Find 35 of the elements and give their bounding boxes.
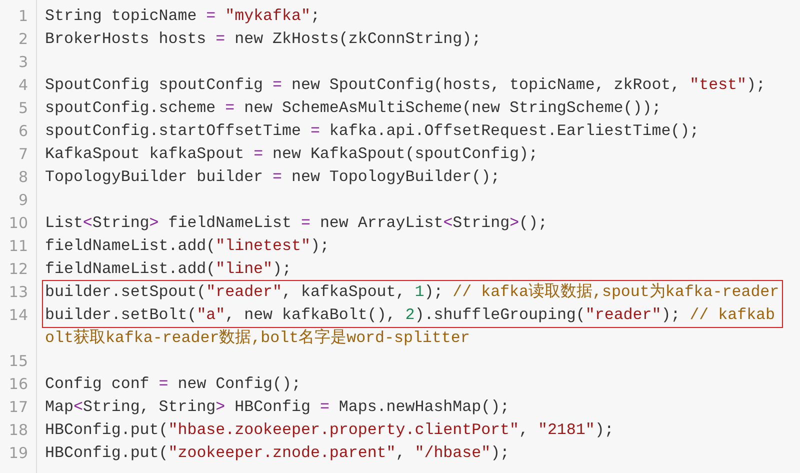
- code-line: SpoutConfig spoutConfig = new SpoutConfig(hosts, topicName, zkRoot, "test");: [45, 75, 766, 96]
- code-line: List<String> fieldNameList = new ArrayList<String>();: [45, 213, 548, 234]
- line-number: 15: [8, 351, 29, 372]
- code-line: builder.setSpout("reader", kafkaSpout, 1); // kafka读取数据,spout为kafka-reader: [45, 282, 780, 303]
- code-line: spoutConfig.scheme = new SchemeAsMultiScheme(new StringScheme());: [45, 98, 662, 119]
- line-number: 12: [8, 259, 29, 280]
- code-line: Config conf = new Config();: [45, 374, 302, 395]
- line-number: 10: [8, 213, 29, 234]
- line-number: 6: [17, 121, 29, 142]
- line-number: 18: [8, 420, 29, 441]
- code-line: fieldNameList.add("line");: [45, 259, 292, 280]
- line-number: 2: [17, 29, 29, 50]
- line-number: 14: [8, 305, 29, 326]
- line-number: 8: [17, 167, 29, 188]
- line-number: 1: [17, 6, 29, 27]
- line-number: 3: [17, 52, 29, 73]
- line-number: 19: [8, 443, 29, 464]
- code-line: BrokerHosts hosts = new ZkHosts(zkConnString);: [45, 29, 482, 50]
- line-number: 4: [17, 75, 29, 96]
- line-number: 11: [8, 236, 29, 257]
- code-line: builder.setBolt("a", new kafkaBolt(), 2).shuffleGrouping("reader"); // kafkabolt获取kafka-reader数据,bolt名字是word-splitter: [45, 305, 776, 349]
- code-line: TopologyBuilder builder = new TopologyBuilder();: [45, 167, 502, 188]
- code-line: spoutConfig.startOffsetTime = kafka.api.OffsetRequest.EarliestTime();: [45, 121, 700, 142]
- code-line: String topicName = "mykafka";: [45, 6, 321, 27]
- line-number: 16: [8, 374, 29, 395]
- line-number: 9: [17, 190, 29, 211]
- code-line: HBConfig.put("hbase.zookeeper.property.clientPort", "2181");: [45, 420, 615, 441]
- line-number: 13: [8, 282, 29, 303]
- code-line: KafkaSpout kafkaSpout = new KafkaSpout(spoutConfig);: [45, 144, 539, 165]
- code-line: HBConfig.put("zookeeper.znode.parent", "/hbase");: [45, 443, 511, 464]
- code-line: Map<String, String> HBConfig = Maps.newHashMap();: [45, 397, 511, 418]
- line-number: 5: [17, 98, 29, 119]
- code-line: fieldNameList.add("linetest");: [45, 236, 330, 257]
- line-number: 17: [8, 397, 29, 418]
- line-number: 7: [17, 144, 29, 165]
